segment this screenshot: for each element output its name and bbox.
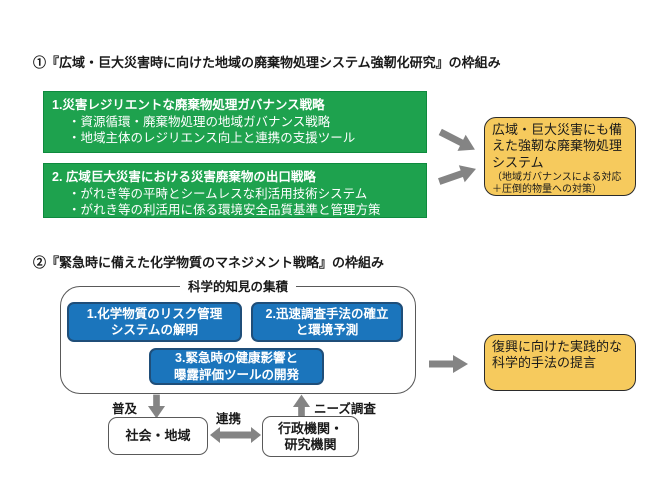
government-research-box: 行政機関・ 研究機関 — [262, 416, 359, 457]
dissemination-label: 普及 — [112, 402, 138, 416]
research-box-2: 2.迅速調査手法の確立 と環境予測 — [251, 302, 403, 342]
research-box-3-line2: 曝露評価ツールの開発 — [173, 367, 299, 382]
society-region-box: 社会・地域 — [108, 417, 208, 455]
research-box-2-line2: と環境予測 — [295, 323, 359, 337]
strategy-box-2-bullet-2: ・がれき等の利活用に係る環境安全品質基準と管理方策 — [68, 203, 381, 217]
arrow-down-icon — [147, 394, 166, 419]
arrow-right-icon — [437, 165, 476, 185]
research-box-3-line1: 3.緊急時の健康影響と — [175, 351, 298, 366]
needs-survey-label: ニーズ調査 — [314, 402, 376, 416]
outcome-box-waste-system: 広域・巨大災害にも備えた強靭な廃棄物処理システム （地域ガバナンスによる対応＋圧… — [484, 117, 636, 196]
collaboration-label: 連携 — [216, 412, 242, 426]
research-box-1: 1.化学物質のリスク管理 システムの解明 — [67, 302, 242, 342]
strategy-box-2-title: 2. 広域巨大災害における災害廃棄物の出口戦略 — [52, 170, 316, 184]
strategy-box-1-bullet-1: ・資源循環・廃棄物処理の地域ガバナンス戦略 — [68, 114, 331, 129]
outcome-box-waste-sub: （地域ガバナンスによる対応＋圧倒的物量への対策） — [492, 171, 622, 196]
knowledge-container-label: 科学的知見の集積 — [179, 278, 297, 296]
strategy-box-1: 1.災害レジリエントな廃棄物処理ガバナンス戦略 ・資源循環・廃棄物処理の地域ガバ… — [43, 91, 427, 153]
research-box-1-line2: システムの解明 — [110, 323, 199, 337]
arrow-up-icon — [292, 394, 311, 419]
strategy-box-1-title: 1.災害レジリエントな廃棄物処理ガバナンス戦略 — [52, 98, 325, 112]
research-box-2-line1: 2.迅速調査手法の確立 — [265, 306, 389, 321]
strategy-box-2: 2. 広域巨大災害における災害廃棄物の出口戦略 ・がれき等の平時とシームレスな利… — [43, 163, 427, 218]
outcome-box-waste-main: 広域・巨大災害にも備えた強靭な廃棄物処理システム — [492, 122, 623, 170]
government-research-label-line2: 研究機関 — [284, 436, 337, 452]
arrow-right-icon — [429, 355, 468, 373]
society-region-label: 社会・地域 — [125, 428, 191, 444]
arrow-left-right-icon — [210, 427, 261, 443]
arrow-right-icon — [438, 128, 475, 151]
knowledge-accumulation-container: 科学的知見の集積 1.化学物質のリスク管理 システムの解明 2.迅速調査手法の確… — [60, 278, 416, 394]
research-box-1-line1: 1.化学物質のリスク管理 — [86, 306, 223, 321]
research-box-3: 3.緊急時の健康影響と 曝露評価ツールの開発 — [149, 348, 324, 385]
section1-heading: ①『広域・巨大災害時に向けた地域の廃棄物処理システム強靭化研究』の枠組み — [33, 55, 501, 70]
outcome-box-proposal-main: 復興に向けた実践的な科学的手法の提言 — [492, 339, 623, 371]
outcome-box-proposal: 復興に向けた実践的な科学的手法の提言 — [484, 334, 636, 391]
strategy-box-1-bullet-2: ・地域主体のレジリエンス向上と連携の支援ツール — [68, 131, 356, 145]
section2-heading: ②『緊急時に備えた化学物質のマネジメント戦略』の枠組み — [33, 255, 385, 270]
government-research-label-line1: 行政機関・ — [277, 420, 343, 436]
strategy-box-2-bullet-1: ・がれき等の平時とシームレスな利活用技術システム — [68, 186, 368, 201]
